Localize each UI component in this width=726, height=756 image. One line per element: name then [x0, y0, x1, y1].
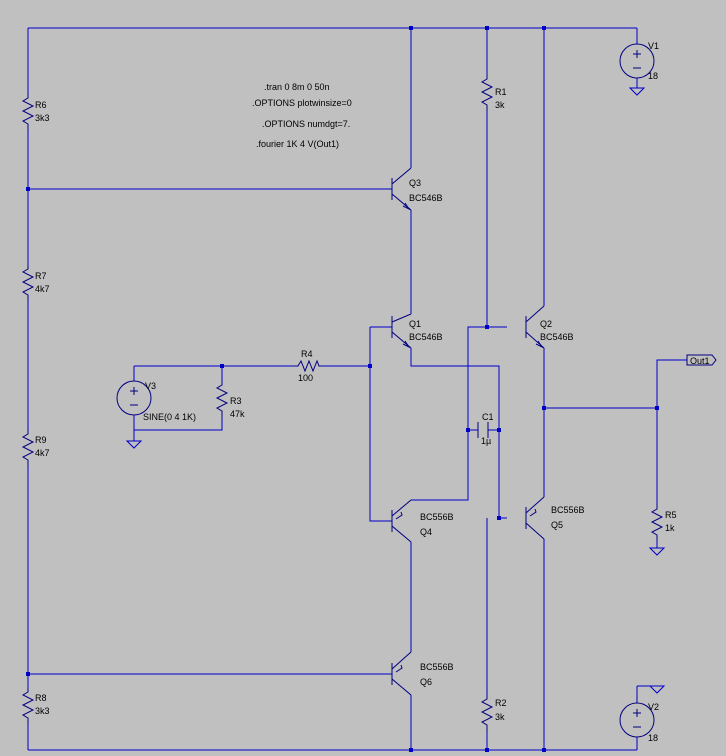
q4-name: Q4 — [420, 527, 432, 537]
ground-icon — [648, 547, 666, 556]
r2-name: R2 — [495, 698, 507, 708]
r4-name: R4 — [301, 349, 313, 359]
resistor-r5[interactable]: R5 1k — [650, 505, 677, 541]
r8-name: R8 — [35, 693, 47, 703]
junction-dot — [220, 364, 224, 368]
r3-name: R3 — [230, 396, 242, 406]
transistor-q4[interactable]: BC556B Q4 — [391, 499, 454, 543]
directive-plotwinsize[interactable]: .OPTIONS plotwinsize=0 — [252, 98, 352, 108]
q6-name: Q6 — [420, 677, 432, 687]
junction-dot — [368, 364, 372, 368]
v3-name: V3 — [145, 381, 156, 391]
junction-dot — [542, 406, 546, 410]
v1-value: 18 — [648, 71, 658, 81]
q2-name: Q2 — [540, 319, 552, 329]
r7-value: 4k7 — [35, 284, 50, 294]
q1-q4-base-wire — [369, 326, 392, 522]
transistor-q3[interactable]: Q3 BC546B — [391, 167, 443, 211]
q4-model: BC556B — [420, 512, 454, 522]
transistor-q2[interactable]: Q2 BC546B — [525, 305, 574, 349]
resistor-r2[interactable]: R2 3k — [480, 695, 507, 731]
capacitor-c1[interactable]: C1 1µ — [477, 412, 494, 446]
junction-dot — [542, 26, 546, 30]
r8-value: 3k3 — [35, 706, 50, 716]
junction-dot — [485, 26, 489, 30]
resistor-r8[interactable]: R8 3k3 — [21, 688, 50, 724]
q6-model: BC556B — [420, 662, 454, 672]
directive-numdgt[interactable]: .OPTIONS numdgt=7. — [262, 119, 350, 129]
r4-value: 100 — [298, 373, 313, 383]
r5-name: R5 — [665, 510, 677, 520]
v1-name: V1 — [648, 41, 659, 51]
v2-value: 18 — [648, 733, 658, 743]
q1-name: Q1 — [409, 319, 421, 329]
q1-emitter-wire — [410, 348, 507, 519]
r3-value: 47k — [230, 409, 245, 419]
r6-name: R6 — [35, 100, 47, 110]
junction-dot — [542, 748, 546, 752]
wires — [27, 27, 687, 751]
r9-value: 4k7 — [35, 448, 50, 458]
c1-value: 1µ — [481, 436, 491, 446]
junction-dot — [409, 26, 413, 30]
resistor-r4[interactable]: R4 100 — [295, 349, 321, 383]
junctions — [26, 26, 659, 752]
q5-name: Q5 — [551, 520, 563, 530]
junction-dot — [26, 187, 30, 191]
junction-dot — [485, 325, 489, 329]
junction-dot — [655, 406, 659, 410]
out1-label: Out1 — [690, 356, 710, 366]
voltage-source-v1[interactable]: V1 18 — [619, 41, 659, 81]
q2-model: BC546B — [540, 332, 574, 342]
v3-value: SINE(0 4 1K) — [143, 412, 196, 422]
ground-icon — [648, 685, 666, 694]
junction-dot — [409, 748, 413, 752]
q3-name: Q3 — [409, 178, 421, 188]
r9-name: R9 — [35, 435, 47, 445]
r2-value: 3k — [495, 712, 505, 722]
junction-dot — [26, 672, 30, 676]
transistor-q6[interactable]: BC556B Q6 — [391, 651, 454, 696]
r7-name: R7 — [35, 271, 47, 281]
junction-dot — [497, 428, 501, 432]
r1-name: R1 — [495, 87, 507, 97]
resistor-r6[interactable]: R6 3k3 — [21, 94, 50, 130]
junction-dot — [497, 516, 501, 520]
junction-dot — [466, 428, 470, 432]
directive-fourier[interactable]: .fourier 1K 4 V(Out1) — [256, 139, 339, 149]
r1-value: 3k — [495, 100, 505, 110]
transistor-q1[interactable]: Q1 BC546B — [391, 313, 443, 349]
net-label-out1[interactable]: Out1 — [686, 354, 717, 366]
resistor-r9[interactable]: R9 4k7 — [21, 430, 50, 466]
spice-directives[interactable]: .tran 0 8m 0 50n .OPTIONS plotwinsize=0 … — [252, 82, 352, 149]
c1-name: C1 — [482, 412, 494, 422]
q3-model: BC546B — [409, 193, 443, 203]
ground-icon — [125, 440, 143, 449]
junction-dot — [485, 748, 489, 752]
resistor-r1[interactable]: R1 3k — [480, 75, 507, 111]
resistor-r7[interactable]: R7 4k7 — [21, 265, 50, 301]
voltage-source-v3[interactable]: V3 SINE(0 4 1K) — [116, 380, 196, 422]
voltage-source-v2[interactable]: V2 18 — [619, 702, 659, 743]
output-wire — [544, 359, 687, 548]
resistor-r3[interactable]: R3 47k — [215, 382, 245, 419]
r6-value: 3k3 — [35, 113, 50, 123]
directive-tran[interactable]: .tran 0 8m 0 50n — [264, 82, 330, 92]
input-network-wire — [133, 365, 370, 431]
transistor-q5[interactable]: BC556B Q5 — [525, 496, 585, 540]
r5-value: 1k — [665, 523, 675, 533]
q1-model: BC546B — [409, 332, 443, 342]
q5-model: BC556B — [551, 505, 585, 515]
v2-name: V2 — [648, 702, 659, 712]
ground-icon — [628, 87, 646, 96]
